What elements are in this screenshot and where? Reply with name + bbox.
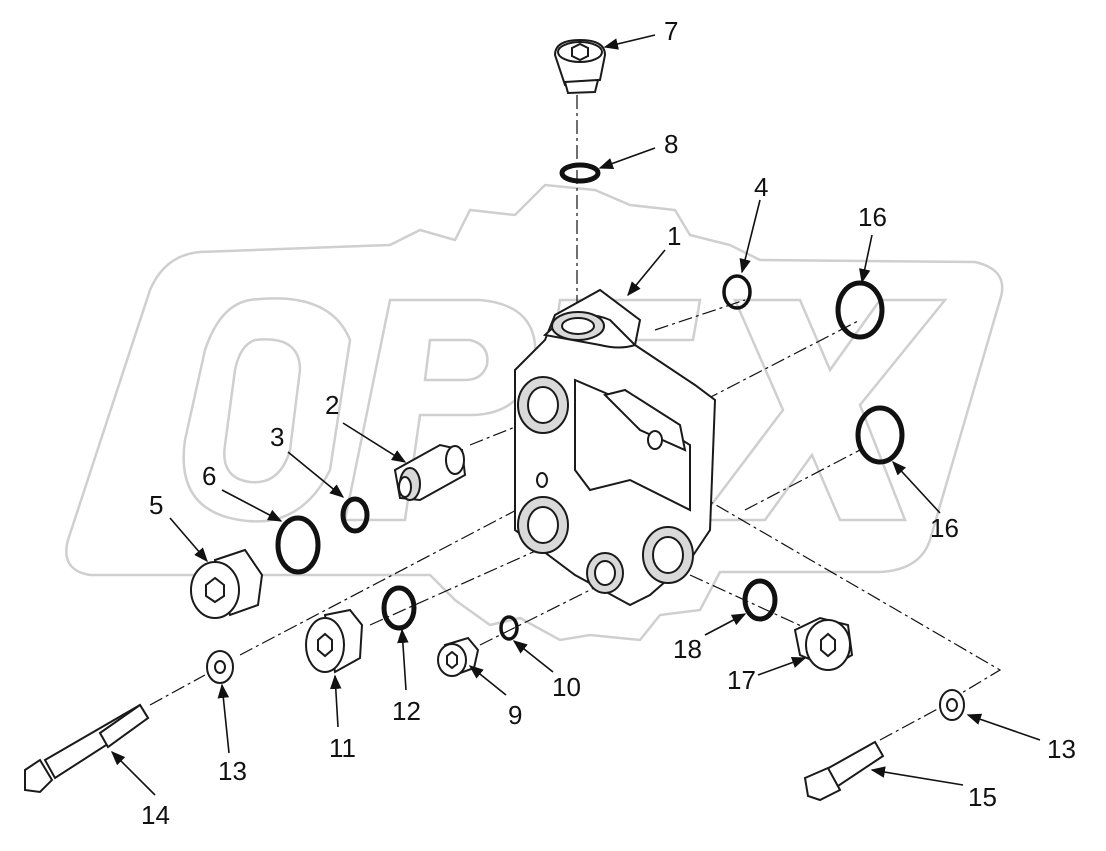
o-ring-part-16-bottom <box>855 405 905 465</box>
o-ring-part-6 <box>275 515 321 575</box>
plug-part-5 <box>190 548 264 619</box>
callout-1: 1 <box>667 221 681 251</box>
callout-13-left: 13 <box>218 756 247 786</box>
callout-5: 5 <box>149 490 163 520</box>
plug-part-11 <box>305 608 364 674</box>
callout-9: 9 <box>508 700 522 730</box>
plug-part-9 <box>437 636 480 677</box>
callout-8: 8 <box>664 129 678 159</box>
callout-6: 6 <box>202 461 216 491</box>
o-ring-part-18 <box>742 578 778 622</box>
bolt-part-15 <box>803 740 885 802</box>
callout-4: 4 <box>754 172 768 202</box>
o-ring-part-4 <box>722 274 752 310</box>
callout-3: 3 <box>270 422 284 452</box>
callout-13-right: 13 <box>1047 734 1076 764</box>
plug-part-17 <box>793 616 854 671</box>
bolt-part-14 <box>24 703 150 794</box>
o-ring-part-10 <box>499 615 519 641</box>
watermark-gear <box>65 183 1004 642</box>
leader-lines <box>110 34 1041 796</box>
callout-labels: 7 8 1 4 16 16 2 3 6 5 13 11 12 9 10 14 1… <box>141 16 1076 830</box>
callout-17: 17 <box>727 665 756 695</box>
callout-2: 2 <box>325 390 339 420</box>
o-ring-part-12 <box>381 585 417 631</box>
callout-14: 14 <box>141 800 170 830</box>
spool-part-2 <box>393 443 467 502</box>
callout-10: 10 <box>552 672 581 702</box>
o-ring-part-8 <box>559 162 601 184</box>
callout-16-top: 16 <box>858 202 887 232</box>
callout-11: 11 <box>329 733 356 763</box>
o-ring-part-3 <box>340 496 370 534</box>
callout-18: 18 <box>673 634 702 664</box>
centerlines <box>149 95 1002 741</box>
callout-7: 7 <box>664 16 678 46</box>
plug-part-7 <box>553 38 607 95</box>
valve-body-part-1 <box>514 288 717 607</box>
callout-12: 12 <box>392 696 421 726</box>
callout-16-bottom: 16 <box>930 513 959 543</box>
callout-15: 15 <box>968 782 997 812</box>
